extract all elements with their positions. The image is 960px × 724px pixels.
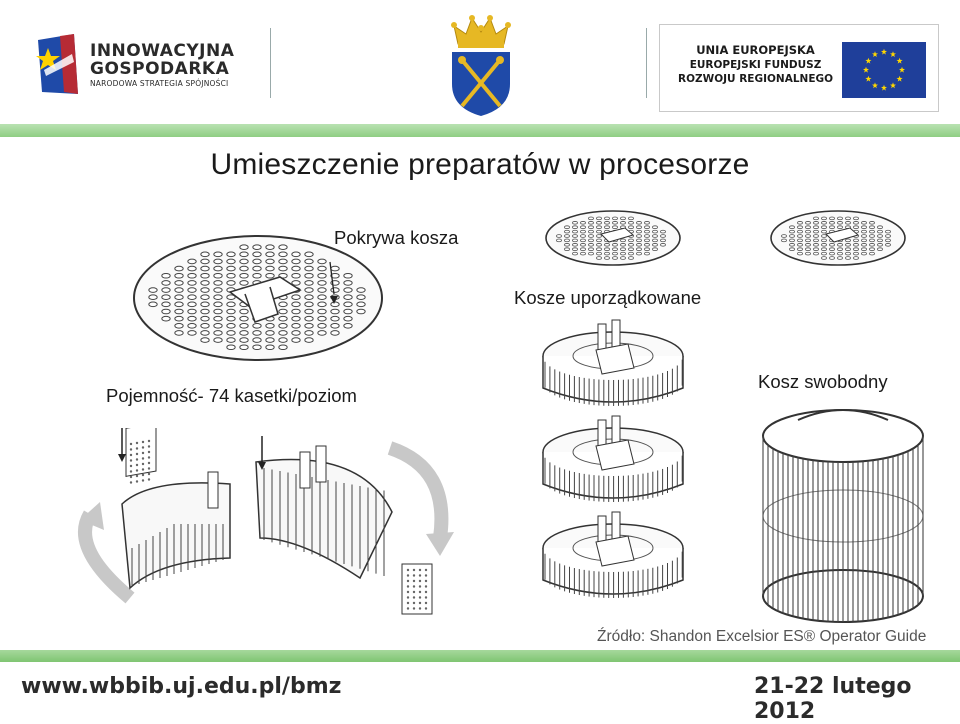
footer: www.wbbib.uj.edu.pl/bmz 21-22 lutego 201… xyxy=(0,650,960,724)
eu-line2: EUROPEJSKI FUNDUSZ xyxy=(689,59,822,71)
university-crest-icon xyxy=(451,15,511,116)
basket-cover-illustration xyxy=(133,235,383,361)
innowacyjna-gospodarka-logo: INNOWACYJNA GOSPODARKA NARODOWA STRATEGI… xyxy=(34,30,274,102)
free-basket-cover-illustration xyxy=(770,210,906,266)
header: INNOWACYJNA GOSPODARKA NARODOWA STRATEGI… xyxy=(0,0,960,124)
ordered-baskets-stack-illustration xyxy=(542,319,684,598)
label-ordered-baskets: Kosze uporządkowane xyxy=(514,287,702,308)
eu-line3: ROZWOJU REGIONALNEGO xyxy=(678,73,834,85)
ig-line3: NARODOWA STRATEGIA SPÓJNOŚCI xyxy=(90,79,229,88)
ig-line2: GOSPODARKA xyxy=(90,59,230,79)
slide-title: Umieszczenie preparatów w procesorze xyxy=(210,148,750,181)
source-note: Źródło: Shandon Excelsior ES® Operator G… xyxy=(597,628,927,645)
free-basket-illustration xyxy=(762,409,924,623)
ig-line1: INNOWACYJNA xyxy=(90,41,235,61)
footer-green-band xyxy=(0,650,960,662)
label-free-basket: Kosz swobodny xyxy=(758,371,888,392)
eu-flag-icon xyxy=(842,42,926,98)
header-divider-right xyxy=(646,28,647,98)
footer-url[interactable]: www.wbbib.uj.edu.pl/bmz xyxy=(21,674,342,699)
header-divider-left xyxy=(270,28,271,98)
header-green-band xyxy=(0,124,960,137)
ordered-basket-cover-illustration xyxy=(545,210,681,266)
ig-emblem-icon xyxy=(36,34,78,94)
eu-line1: UNIA EUROPEJSKA xyxy=(696,43,815,57)
open-basket-illustration xyxy=(78,428,454,615)
label-capacity: Pojemność- 74 kasetki/poziom xyxy=(106,385,357,406)
label-cover: Pokrywa kosza xyxy=(334,227,459,248)
ig-text: INNOWACYJNA GOSPODARKA NARODOWA STRATEGI… xyxy=(90,42,234,90)
footer-date: 21-22 lutego 2012 xyxy=(754,674,912,724)
eu-text: UNIA EUROPEJSKA EUROPEJSKI FUNDUSZ ROZWO… xyxy=(678,43,833,86)
eu-logo-box: UNIA EUROPEJSKA EUROPEJSKI FUNDUSZ ROZWO… xyxy=(659,24,939,112)
